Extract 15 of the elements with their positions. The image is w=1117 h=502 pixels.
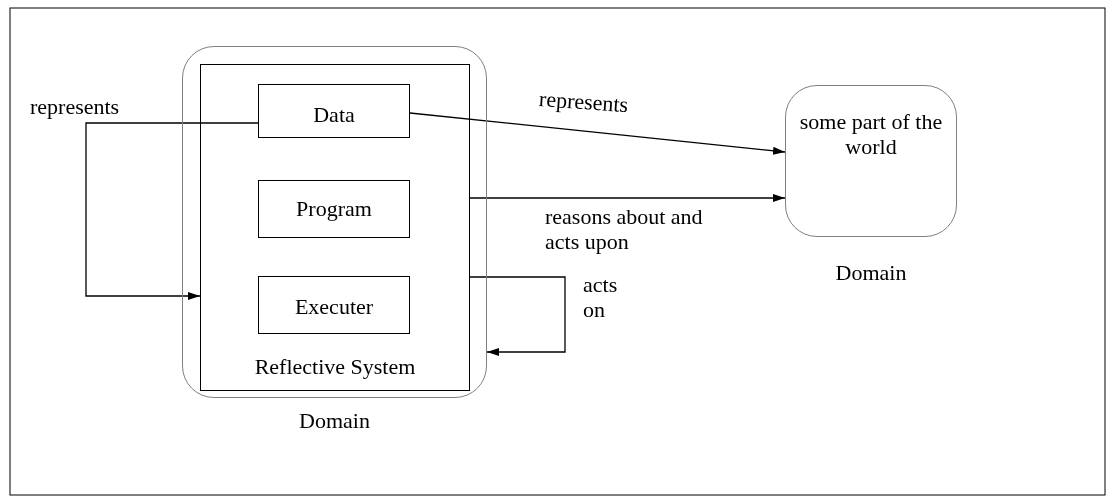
- node-label: Data: [313, 102, 355, 128]
- arrow: [85, 122, 259, 300]
- arrow: [469, 194, 786, 202]
- node-label: Domain: [299, 408, 370, 434]
- edge-label: reasons about and acts upon: [545, 204, 704, 255]
- arrow: [469, 276, 566, 356]
- edge-label: represents: [538, 86, 629, 118]
- arrow: [409, 112, 786, 155]
- node-label: Reflective System: [254, 354, 416, 380]
- node-label: some part of the world: [798, 109, 944, 160]
- node-label: Executer: [294, 294, 374, 320]
- node-label: Program: [296, 196, 372, 222]
- node-label: Domain: [835, 260, 907, 286]
- edge-label: acts on: [583, 272, 619, 323]
- edge-label: represents: [30, 94, 120, 120]
